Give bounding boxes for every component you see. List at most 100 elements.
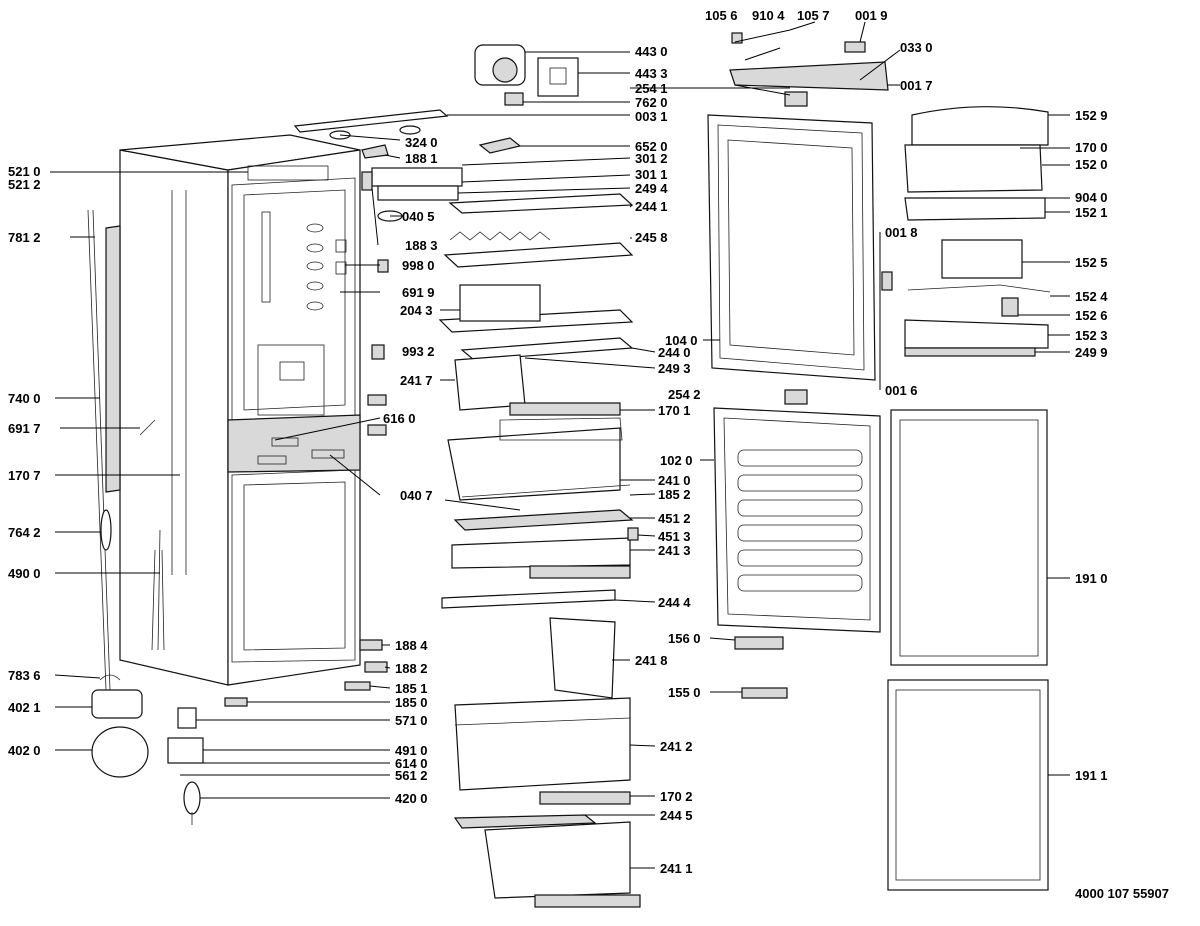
compressor-group: [91, 689, 204, 825]
label-9104: 910 4: [752, 8, 785, 23]
label-1529: 152 9: [1075, 108, 1108, 123]
label-1057: 105 7: [797, 8, 830, 23]
label-1040: 104 0: [665, 333, 698, 348]
label-1702: 170 2: [660, 789, 693, 804]
switch-part: [361, 171, 373, 191]
freezer-door-inner: [713, 407, 881, 633]
label-0018: 001 8: [885, 225, 918, 240]
label-0031: 003 1: [635, 109, 668, 124]
label-7836: 783 6: [8, 668, 41, 683]
label-3012: 301 2: [635, 151, 668, 166]
fan-assembly: [474, 44, 579, 106]
label-2458: 245 8: [635, 230, 668, 245]
freezer-door-outer: [887, 679, 1049, 891]
small-clips: [224, 259, 389, 707]
label-2444: 244 4: [658, 595, 691, 610]
label-1852: 185 2: [658, 487, 691, 502]
label-1851: 185 1: [395, 681, 428, 696]
leader-lines: [50, 21, 1070, 869]
label-4430: 443 0: [635, 44, 668, 59]
label-4910: 491 0: [395, 743, 428, 758]
label-1911: 191 1: [1075, 768, 1108, 783]
control-panel-part: [371, 167, 463, 187]
label-4513: 451 3: [658, 529, 691, 544]
label-0019: 001 9: [855, 8, 888, 23]
label-7400: 740 0: [8, 391, 41, 406]
label-1520: 152 0: [1075, 157, 1108, 172]
label-4021: 402 1: [8, 700, 41, 715]
label-1526: 152 6: [1075, 308, 1108, 323]
door-bins: [904, 106, 1051, 357]
label-0016: 001 6: [885, 383, 918, 398]
label-1850: 185 0: [395, 695, 428, 710]
label-5212: 521 2: [8, 177, 41, 192]
label-1560: 156 0: [668, 631, 701, 646]
fridge-door-outer: [890, 409, 1048, 666]
label-2441: 244 1: [635, 199, 668, 214]
label-2494: 249 4: [635, 181, 668, 196]
fridge-shelves: [438, 193, 641, 908]
label-1707: 170 7: [8, 468, 41, 483]
label-4433: 443 3: [635, 66, 668, 81]
label-6140: 614 0: [395, 756, 428, 771]
hinge-parts: [627, 32, 893, 699]
label-1884: 188 4: [395, 638, 428, 653]
label-5710: 571 0: [395, 713, 428, 728]
label-1883: 188 3: [405, 238, 438, 253]
label-1700: 170 0: [1075, 140, 1108, 155]
catalog-number: 4000 107 55907: [1075, 886, 1169, 901]
label-4020: 402 0: [8, 743, 41, 758]
label-2043: 204 3: [400, 303, 433, 318]
top-cover-part: [293, 109, 449, 133]
label-2413: 241 3: [658, 543, 691, 558]
label-2499: 249 9: [1075, 345, 1108, 360]
label-1882: 188 2: [395, 661, 428, 676]
part-labels: 105 6 910 4 105 7 001 9 443 0 033 0 443 …: [8, 8, 1169, 901]
label-4512: 451 2: [658, 511, 691, 526]
label-1524: 152 4: [1075, 289, 1108, 304]
label-6520: 652 0: [635, 139, 668, 154]
label-4900: 490 0: [8, 566, 41, 581]
label-6160: 616 0: [383, 411, 416, 426]
label-3240: 324 0: [405, 135, 438, 150]
label-1020: 102 0: [660, 453, 693, 468]
label-2542: 254 2: [668, 387, 701, 402]
cabinet-drawing: [87, 134, 361, 691]
label-2417: 241 7: [400, 373, 433, 388]
label-2418: 241 8: [635, 653, 668, 668]
label-2440: 244 0: [658, 345, 691, 360]
label-4200: 420 0: [395, 791, 428, 806]
label-2445: 244 5: [660, 808, 693, 823]
label-2410: 241 0: [658, 473, 691, 488]
label-0017: 001 7: [900, 78, 933, 93]
label-5210: 521 0: [8, 164, 41, 179]
label-1881: 188 1: [405, 151, 438, 166]
light-cover-part: [478, 137, 522, 154]
label-1701: 170 1: [658, 403, 691, 418]
label-2411: 241 1: [660, 861, 693, 876]
label-1523: 152 3: [1075, 328, 1108, 343]
label-1056: 105 6: [705, 8, 738, 23]
label-3011: 301 1: [635, 167, 668, 182]
label-0330: 033 0: [900, 40, 933, 55]
label-2493: 249 3: [658, 361, 691, 376]
label-7812: 781 2: [8, 230, 41, 245]
label-7620: 762 0: [635, 95, 668, 110]
label-7642: 764 2: [8, 525, 41, 540]
label-1521: 152 1: [1075, 205, 1108, 220]
label-6917: 691 7: [8, 421, 41, 436]
control-board-part: [377, 185, 459, 201]
label-1550: 155 0: [668, 685, 701, 700]
label-6919: 691 9: [402, 285, 435, 300]
fridge-door-gasket: [707, 114, 876, 381]
label-9040: 904 0: [1075, 190, 1108, 205]
label-2412: 241 2: [660, 739, 693, 754]
label-0407: 040 7: [400, 488, 433, 503]
label-9932: 993 2: [402, 344, 435, 359]
label-2541: 254 1: [635, 81, 668, 96]
label-1525: 152 5: [1075, 255, 1108, 270]
label-0405: 040 5: [402, 209, 435, 224]
label-5612: 561 2: [395, 768, 428, 783]
label-9980: 998 0: [402, 258, 435, 273]
